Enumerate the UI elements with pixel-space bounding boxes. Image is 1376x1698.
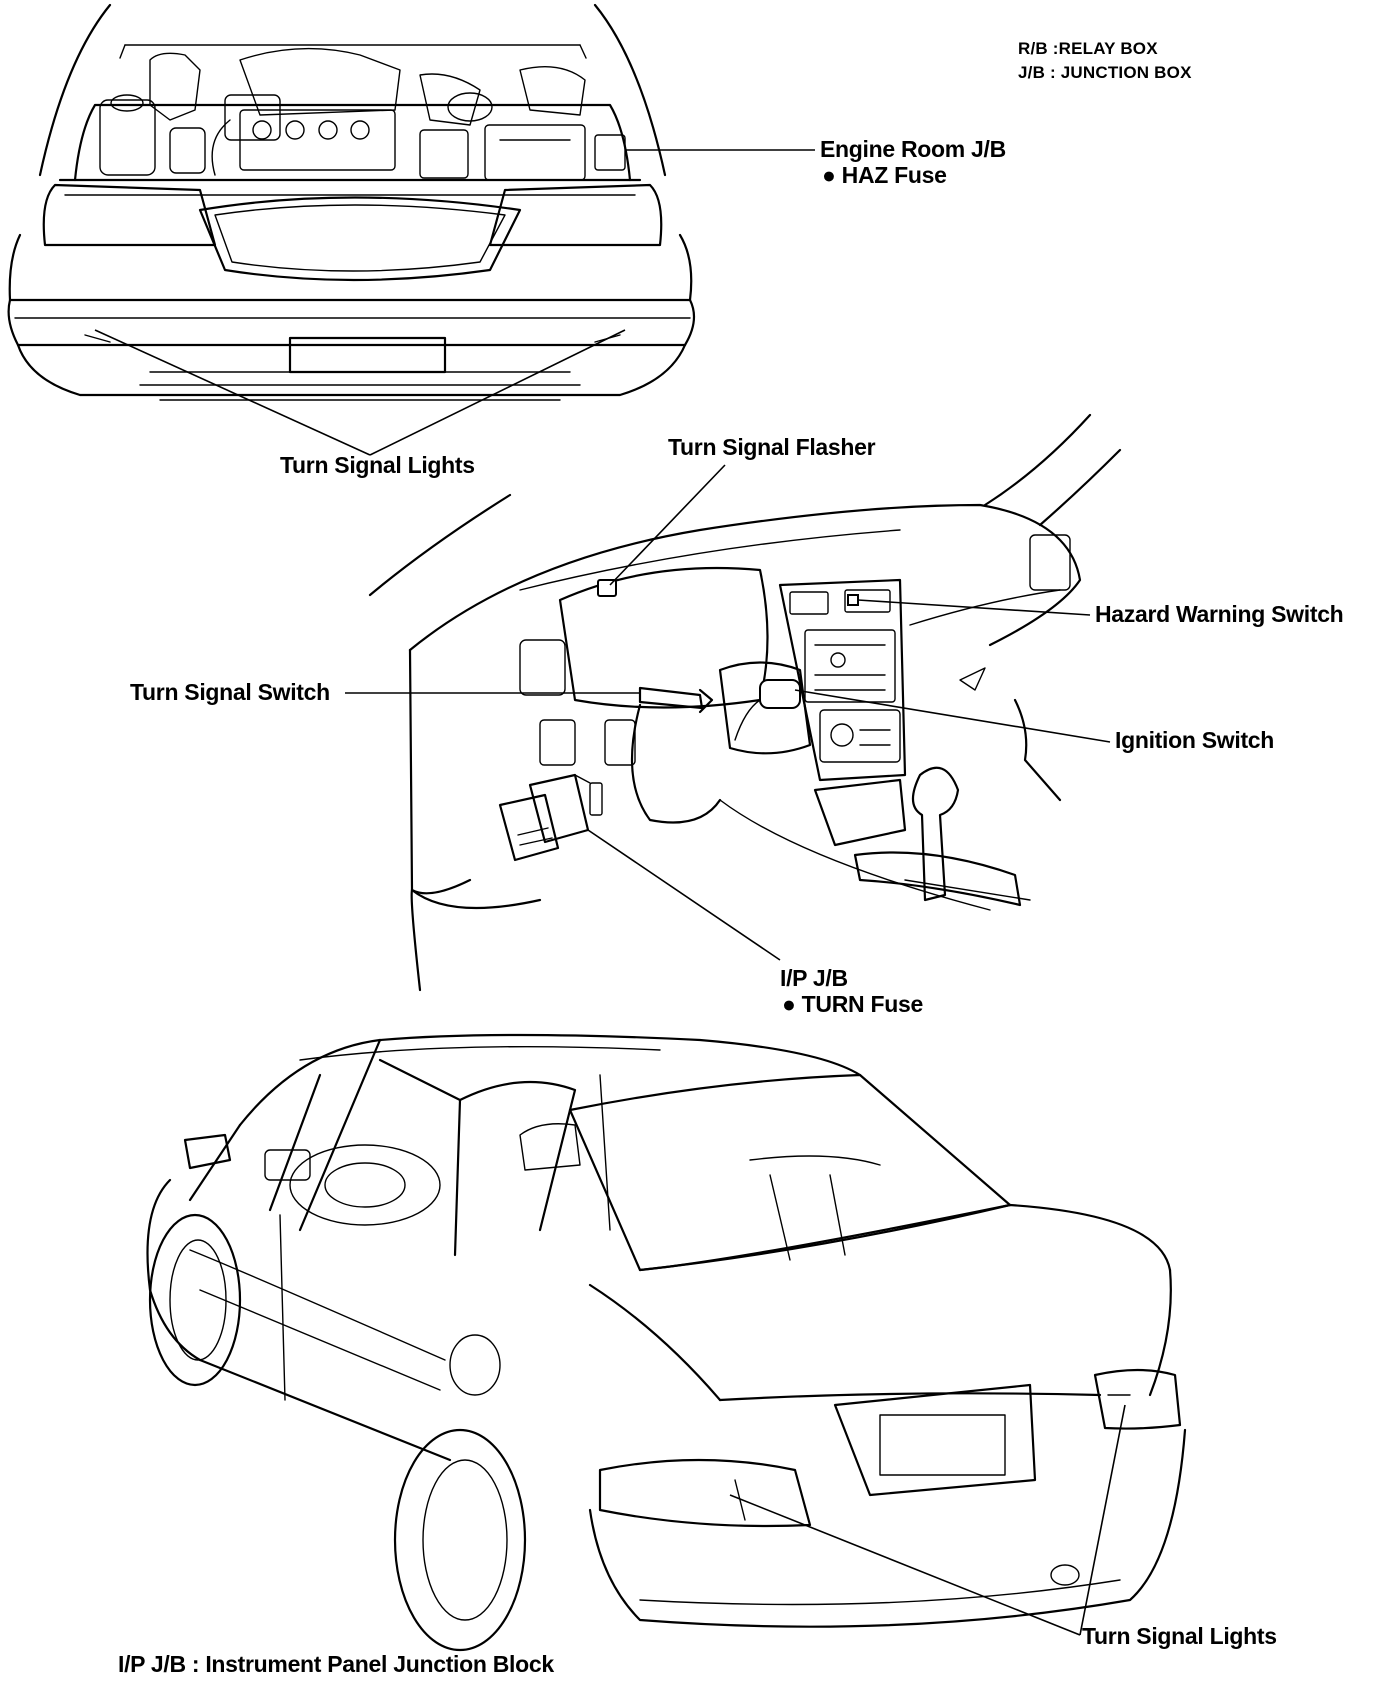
footnote-ip-jb: I/P J/B : Instrument Panel Junction Bloc… xyxy=(118,1651,554,1677)
legend-junction-box: J/B : JUNCTION BOX xyxy=(1018,63,1192,82)
dashboard-view xyxy=(368,413,1122,992)
label-ip-jb: I/P J/B xyxy=(780,965,848,991)
label-turn-signal-lights-rear: Turn Signal Lights xyxy=(1082,1623,1277,1649)
label-turn-fuse: ● TURN Fuse xyxy=(782,991,923,1017)
label-haz-fuse: ● HAZ Fuse xyxy=(822,162,947,188)
label-hazard-warning-switch: Hazard Warning Switch xyxy=(1095,601,1344,627)
label-engine-room-jb: Engine Room J/B xyxy=(820,136,1006,162)
label-turn-signal-lights-front: Turn Signal Lights xyxy=(280,452,475,478)
label-turn-signal-flasher: Turn Signal Flasher xyxy=(668,434,876,460)
rear-view-car xyxy=(146,1033,1187,1652)
leader-lines xyxy=(94,149,1126,1636)
legend-relay-box: R/B :RELAY BOX xyxy=(1018,39,1158,58)
label-ignition-switch: Ignition Switch xyxy=(1115,727,1275,753)
label-turn-signal-switch: Turn Signal Switch xyxy=(130,679,330,705)
front-view-car xyxy=(7,3,696,401)
